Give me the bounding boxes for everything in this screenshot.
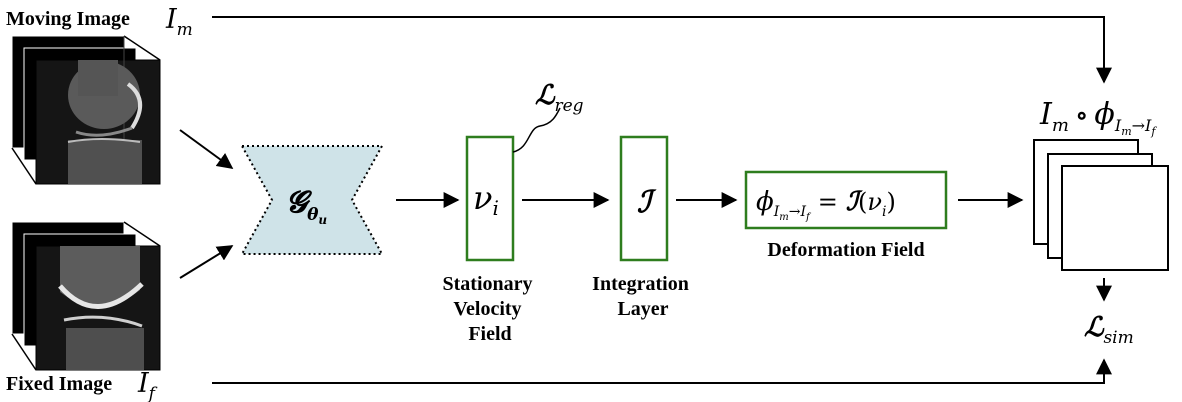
- velocity-symbol: νi: [473, 179, 499, 220]
- fixed-image-symbol: If: [137, 368, 158, 402]
- integration-layer-box: [619, 135, 669, 262]
- fixed-to-network-arrow: [179, 245, 234, 279]
- moving-to-network-arrow: [179, 129, 234, 169]
- velocity-field-block: νi Stationary Velocity Field: [443, 135, 538, 345]
- network-bowtie-shape: [240, 145, 384, 255]
- moving-image-symbol: Im: [165, 4, 193, 40]
- fixed-image-label: Fixed Image: [6, 373, 112, 395]
- deformation-field-block: ϕIm→If=ℐ(νi) Deformation Field: [744, 170, 948, 261]
- moving-image-label: Moving Image: [6, 8, 130, 30]
- integration-caption: Integration Layer: [592, 273, 694, 320]
- fixed-image-title: Fixed Image If: [6, 368, 158, 402]
- deformation-equation: ϕIm→If=ℐ(νi): [756, 187, 896, 223]
- moving-skip-connection-arrow: [212, 16, 1112, 84]
- network-block: 𝓖θu: [240, 145, 384, 255]
- deformation-caption: Deformation Field: [767, 239, 924, 261]
- deformation-field-box: [744, 170, 948, 230]
- warped-image-stack: [1033, 139, 1169, 271]
- velocity-field-box: [465, 135, 515, 262]
- moving-image-title: Moving Image Im: [6, 4, 193, 40]
- velocity-caption: Stationary Velocity Field: [443, 273, 538, 345]
- moving-image-stack: [11, 35, 161, 185]
- reg-loss-symbol: ℒreg: [535, 80, 584, 116]
- sim-loss-symbol: ℒsim: [1084, 312, 1134, 348]
- integration-layer-block: ℐ Integration Layer: [592, 135, 694, 320]
- warped-image-expression: Im∘ϕIm→If: [1039, 97, 1157, 138]
- reg-loss-connector: [512, 107, 561, 153]
- fixed-skip-connection-arrow: [212, 358, 1112, 384]
- fixed-image-stack: [11, 221, 161, 371]
- moving-knee-slice-image: [67, 60, 142, 184]
- fixed-knee-slice-image: [58, 246, 144, 370]
